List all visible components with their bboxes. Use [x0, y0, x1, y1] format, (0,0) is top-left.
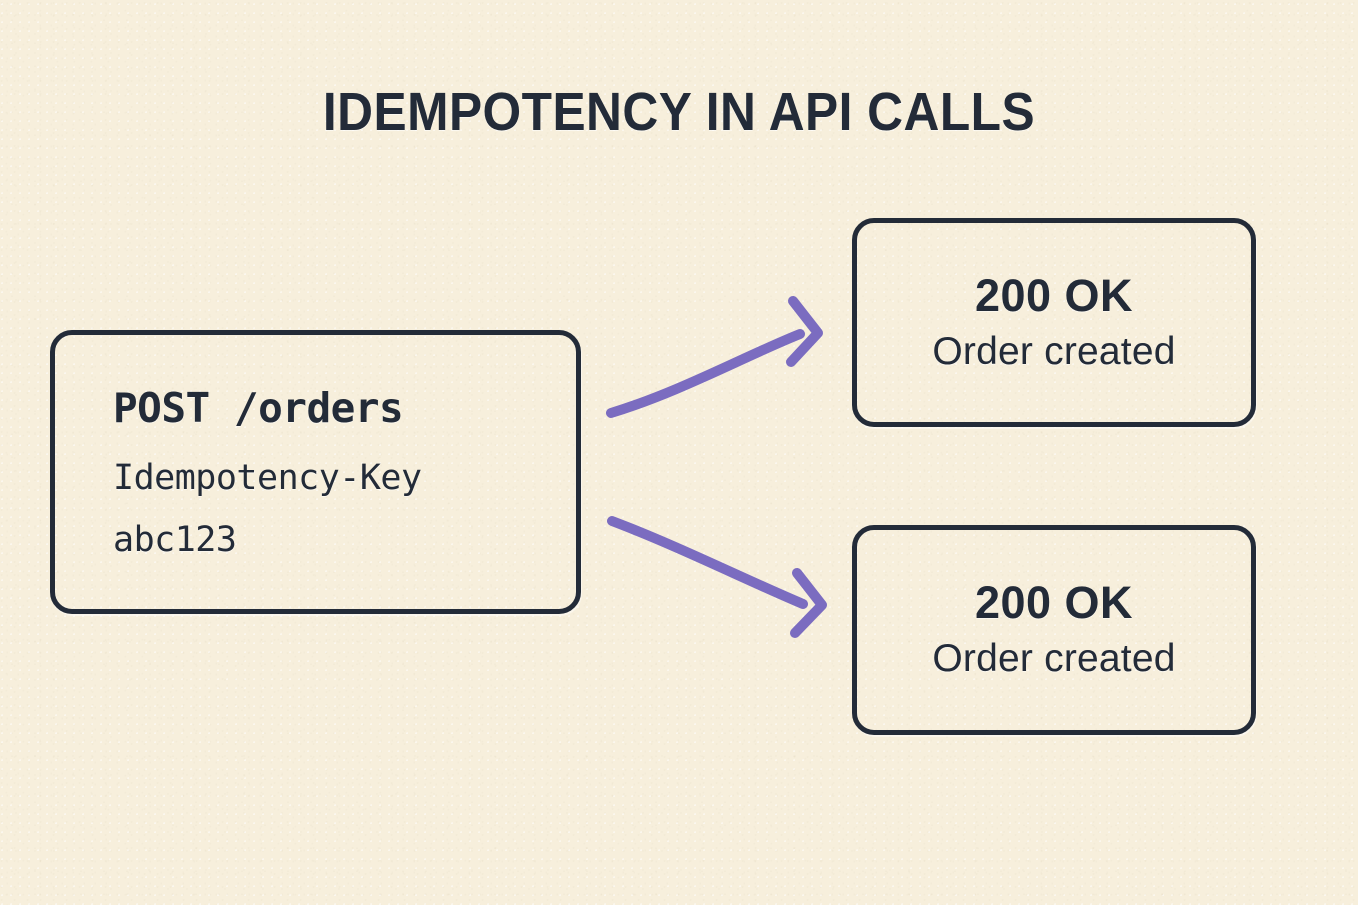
- request-method-path: POST /orders: [113, 384, 404, 432]
- response-status-1: 200 OK: [974, 269, 1134, 321]
- arrow-request-to-response-1: [606, 296, 823, 418]
- response-node-2: 200 OK Order created: [852, 525, 1256, 735]
- request-idempotency-key-header: Idempotency-Key: [113, 458, 422, 498]
- response-message-2: Order created: [932, 637, 1176, 680]
- request-idempotency-key-value: abc123: [113, 520, 237, 560]
- response-message-1: Order created: [932, 329, 1176, 373]
- request-node: POST /orders Idempotency-Key abc123: [50, 330, 581, 614]
- arrow-request-to-response-2: [607, 516, 827, 638]
- page-title: IDEMPOTENCY IN API CALLS: [322, 82, 1036, 142]
- response-status-2: 200 OK: [974, 577, 1134, 628]
- response-node-1: 200 OK Order created: [852, 218, 1256, 427]
